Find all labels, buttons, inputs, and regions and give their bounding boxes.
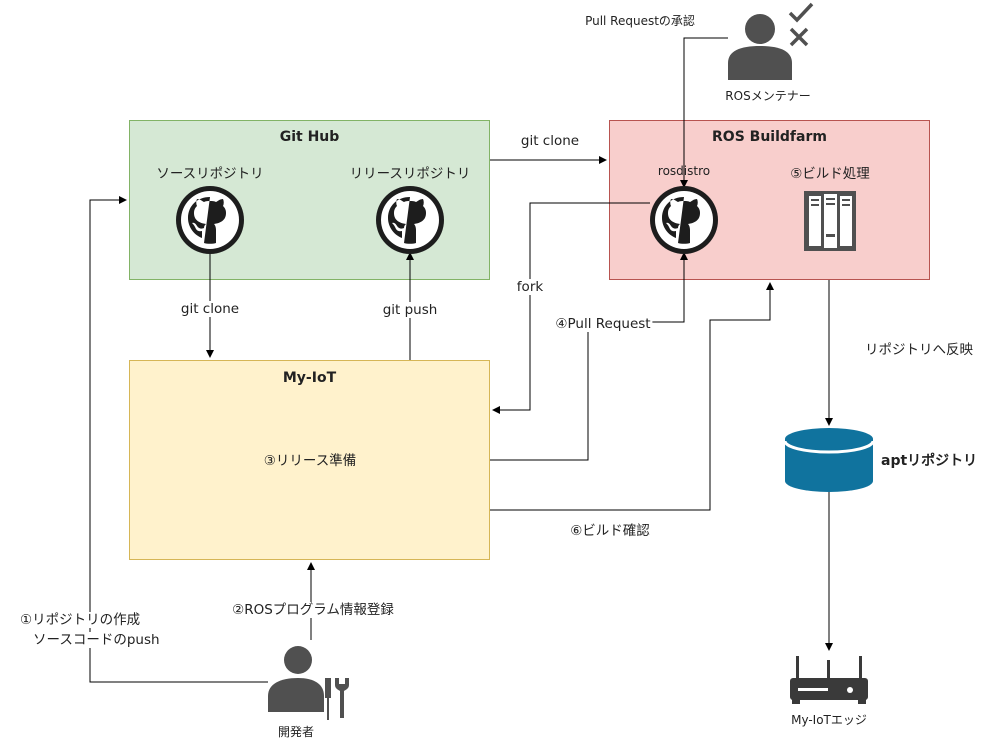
user-icon — [728, 14, 792, 80]
myiot-title: My-IoT — [282, 370, 337, 386]
cross-icon — [789, 27, 809, 47]
fork-label: fork — [514, 279, 546, 295]
github-icon — [650, 186, 718, 254]
repo-reflect-label: リポジトリへ反映 — [863, 342, 975, 358]
maintainer-action-label: Pull Requestの承認 — [585, 14, 695, 28]
buildfarm-title: ROS Buildfarm — [712, 129, 827, 145]
github-icon — [176, 186, 244, 254]
edge-device-label: My-IoTエッジ — [791, 713, 867, 727]
rosdistro-label: rosdistro — [657, 164, 711, 178]
wrench-icon — [335, 678, 349, 718]
build-confirm-label: ⑥ビルド確認 — [570, 523, 650, 539]
screwdriver-icon — [325, 678, 331, 720]
myiot-box: My-IoT — [129, 360, 490, 560]
server-icon — [804, 191, 856, 251]
edge-build-confirm — [490, 282, 774, 511]
release-repo-label: リリースリポジトリ — [349, 166, 471, 182]
edge-fork — [492, 202, 650, 414]
user-icon — [268, 646, 324, 712]
edge-create-repo — [89, 196, 268, 683]
git-clone-top-label: git clone — [518, 133, 582, 149]
build-step-label: ⑤ビルド処理 — [790, 166, 870, 182]
source-repo-label: ソースリポジトリ — [156, 166, 264, 182]
release-prep-label: ③リリース準備 — [263, 453, 357, 469]
database-icon — [784, 428, 874, 492]
apt-repo-label: aptリポジトリ — [881, 453, 978, 469]
check-icon — [788, 2, 814, 23]
git-push-label: git push — [380, 302, 440, 318]
pull-request-label: ④Pull Request — [553, 316, 653, 332]
router-icon — [790, 656, 868, 704]
git-clone-left-label: git clone — [178, 301, 242, 317]
github-title: Git Hub — [279, 129, 340, 145]
create-repo-label-line1: ①リポジトリの作成 — [18, 612, 143, 628]
developer-label: 開発者 — [277, 725, 315, 739]
edge-maintainer-approve — [680, 37, 728, 188]
program-register-label: ②ROSプログラム情報登録 — [230, 602, 396, 618]
maintainer-label: ROSメンテナー — [725, 89, 811, 103]
create-repo-label-line2: ソースコードのpush — [31, 632, 162, 648]
github-icon — [376, 186, 444, 254]
